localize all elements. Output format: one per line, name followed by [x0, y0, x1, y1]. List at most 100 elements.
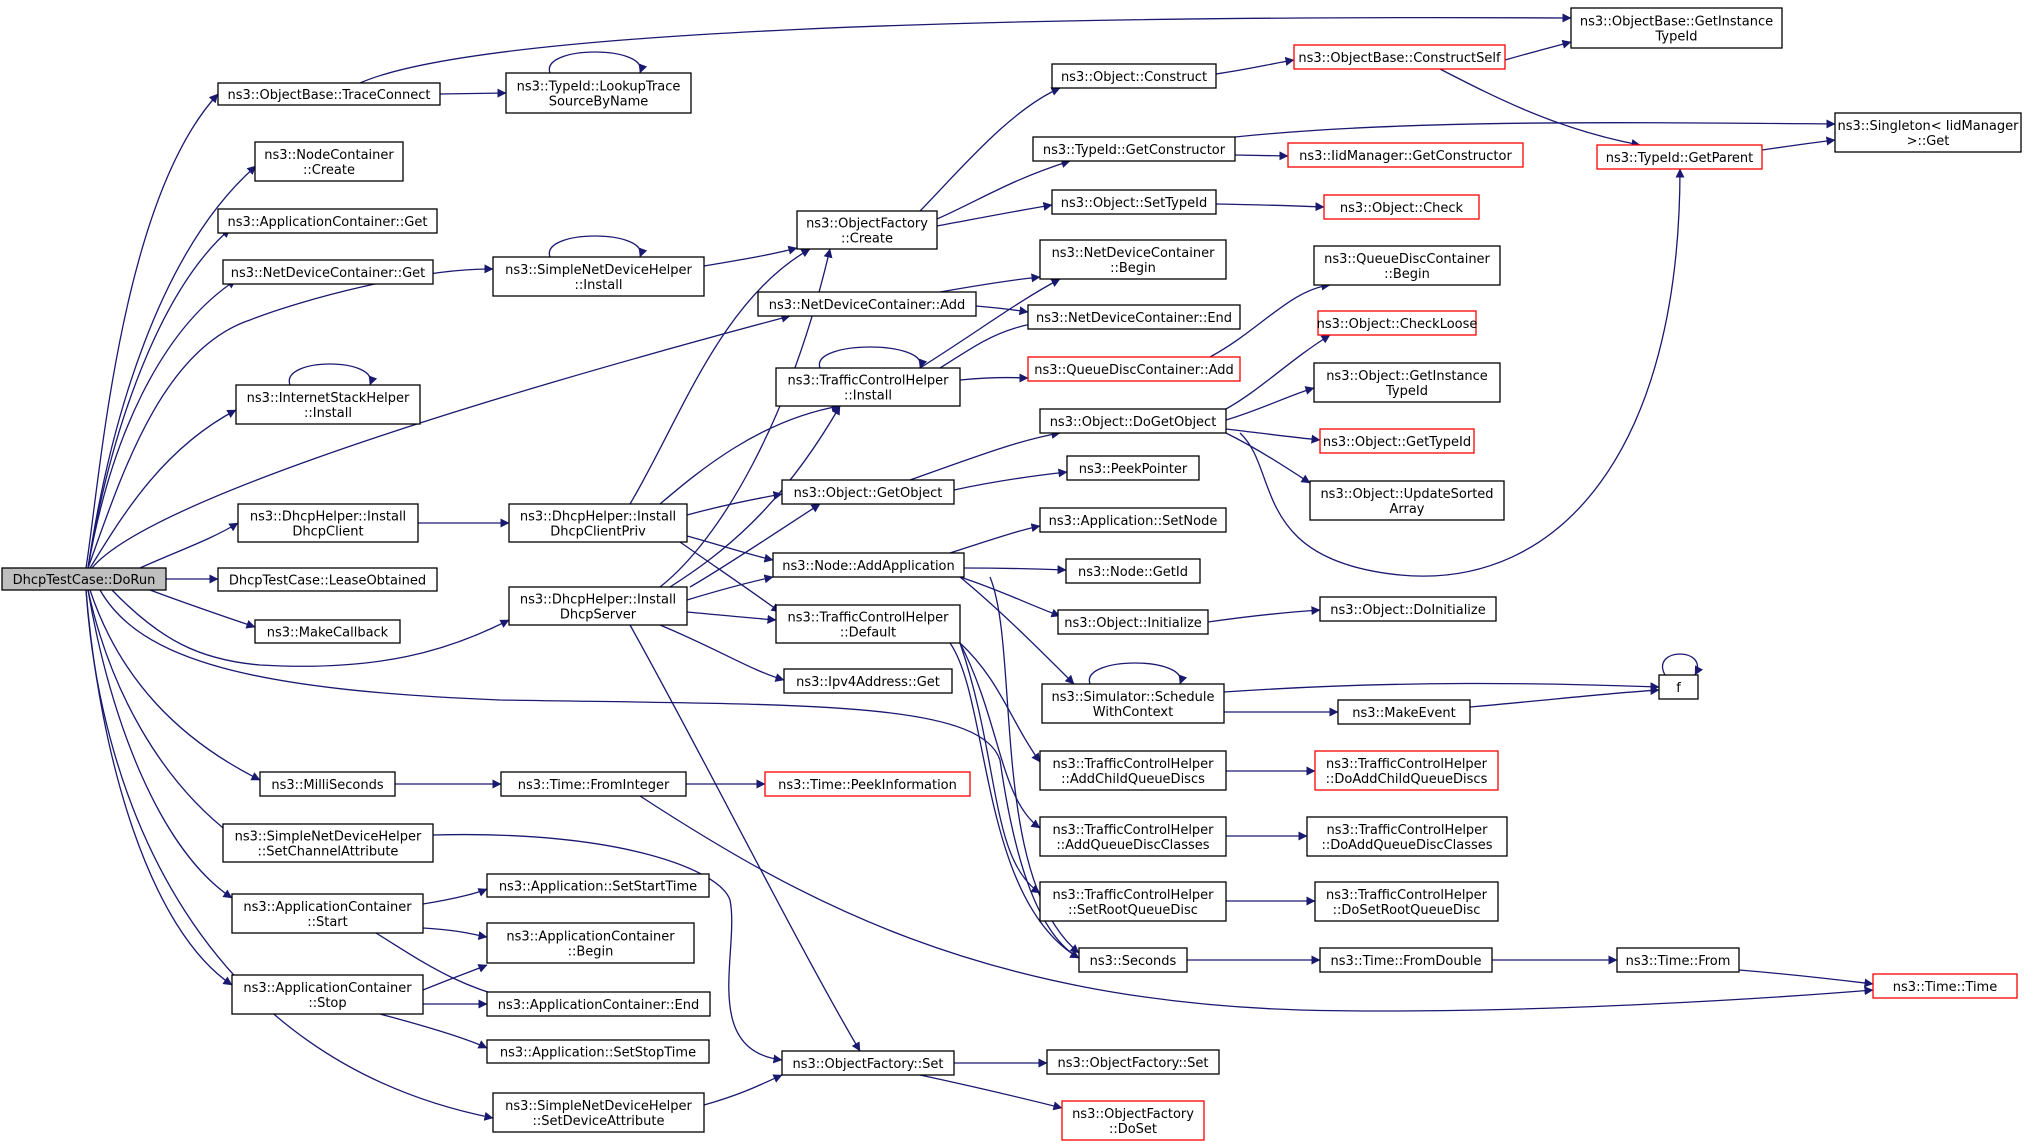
- node-tch-setroot[interactable]: ns3::TrafficControlHelper::SetRootQueueD…: [1039, 881, 1227, 922]
- call-edges: [85, 13, 1874, 1121]
- node-f[interactable]: f: [1658, 674, 1699, 700]
- node-ac-stop[interactable]: ns3::ApplicationContainer::Stop: [231, 974, 424, 1015]
- node-of-doset[interactable]: ns3::ObjectFactory::DoSet: [1061, 1100, 1205, 1141]
- call-edge-to-obj-checkloose: [1225, 334, 1331, 410]
- node-label: ns3::NetDeviceContainer::Add: [769, 298, 966, 313]
- call-edge-to-of-doset: [919, 1074, 1063, 1111]
- node-obj-construct[interactable]: ns3::Object::Construct: [1051, 63, 1217, 89]
- node-label: ns3::ObjectBase::GetInstance: [1580, 15, 1773, 30]
- node-singleton[interactable]: ns3::Singleton< IidManager>::Get: [1834, 112, 2022, 153]
- node-box: [1872, 973, 2018, 999]
- node-ndc-end[interactable]: ns3::NetDeviceContainer::End: [1027, 304, 1241, 330]
- node-time-from[interactable]: ns3::Time::From: [1616, 947, 1740, 973]
- node-sndh-install[interactable]: ns3::SimpleNetDeviceHelper::Install: [492, 256, 705, 297]
- node-root[interactable]: DhcpTestCase::DoRun: [1, 567, 167, 591]
- node-box: [1061, 1100, 1205, 1141]
- node-makeevent[interactable]: ns3::MakeEvent: [1337, 699, 1471, 725]
- node-sndh-dev[interactable]: ns3::SimpleNetDeviceHelper::SetDeviceAtt…: [492, 1092, 705, 1133]
- node-time-fromdouble[interactable]: ns3::Time::FromDouble: [1319, 947, 1493, 973]
- node-time-fromint[interactable]: ns3::Time::FromInteger: [500, 771, 687, 797]
- node-obj-doinit[interactable]: ns3::Object::DoInitialize: [1319, 596, 1497, 622]
- node-app-setnode[interactable]: ns3::Application::SetNode: [1039, 507, 1227, 533]
- node-ob-trace[interactable]: ns3::ObjectBase::TraceConnect: [217, 82, 441, 106]
- call-edge-to-tch-addchild: [959, 642, 1041, 763]
- node-label: ns3::PeekPointer: [1079, 462, 1188, 477]
- node-iid-getctor[interactable]: ns3::IidManager::GetConstructor: [1287, 142, 1524, 168]
- call-edge-to-ac-begin: [422, 927, 488, 941]
- node-label: ns3::QueueDiscContainer::Add: [1034, 363, 1234, 378]
- node-ob-constructself[interactable]: ns3::ObjectBase::ConstructSelf: [1293, 44, 1506, 70]
- node-app-setstop[interactable]: ns3::Application::SetStopTime: [486, 1039, 710, 1064]
- call-edge-to-dh-server: [111, 589, 510, 667]
- node-qdc-add[interactable]: ns3::QueueDiscContainer::Add: [1027, 356, 1241, 382]
- node-ac-start[interactable]: ns3::ApplicationContainer::Start: [231, 893, 424, 934]
- node-ndc-add[interactable]: ns3::NetDeviceContainer::Add: [757, 291, 977, 317]
- node-tch-install[interactable]: ns3::TrafficControlHelper::Install: [775, 367, 961, 407]
- node-peekpointer[interactable]: ns3::PeekPointer: [1066, 455, 1200, 481]
- node-obj-getobject[interactable]: ns3::Object::GetObject: [781, 479, 955, 505]
- node-of-set2[interactable]: ns3::ObjectFactory::Set: [1046, 1049, 1220, 1075]
- node-label: f: [1676, 681, 1681, 696]
- node-obj-initialize[interactable]: ns3::Object::Initialize: [1057, 609, 1209, 635]
- call-edge-to-obj-settypeid: [936, 201, 1053, 227]
- call-edge-to-obj-doinit: [1207, 606, 1321, 623]
- node-tch-addchild[interactable]: ns3::TrafficControlHelper::AddChildQueue…: [1039, 750, 1227, 791]
- node-typeid-getparent[interactable]: ns3::TypeId::GetParent: [1596, 144, 1763, 170]
- node-label: ns3::TrafficControlHelper: [1052, 888, 1214, 903]
- node-obj-checkloose[interactable]: ns3::Object::CheckLoose: [1317, 310, 1478, 336]
- node-makecb[interactable]: ns3::MakeCallback: [254, 619, 401, 644]
- node-app-setstart[interactable]: ns3::Application::SetStartTime: [486, 873, 710, 898]
- node-node-getid[interactable]: ns3::Node::GetId: [1065, 558, 1201, 584]
- node-label: WithContext: [1093, 705, 1173, 720]
- node-ish-install[interactable]: ns3::InternetStackHelper::Install: [235, 384, 421, 425]
- node-tch-addclasses[interactable]: ns3::TrafficControlHelper::AddQueueDiscC…: [1039, 816, 1227, 857]
- node-ac-begin[interactable]: ns3::ApplicationContainer::Begin: [486, 922, 695, 964]
- node-label: ns3::Seconds: [1090, 954, 1177, 969]
- node-label: ns3::MakeCallback: [267, 626, 389, 641]
- node-obj-check[interactable]: ns3::Object::Check: [1323, 194, 1480, 220]
- node-box: [1039, 881, 1227, 922]
- node-time-time[interactable]: ns3::Time::Time: [1872, 973, 2018, 999]
- node-time-peek[interactable]: ns3::Time::PeekInformation: [764, 771, 971, 797]
- call-edge-to-tch-addclasses: [959, 642, 1041, 829]
- node-label: ns3::SimpleNetDeviceHelper: [235, 830, 422, 845]
- node-of-set[interactable]: ns3::ObjectFactory::Set: [781, 1050, 955, 1076]
- node-nc-create[interactable]: ns3::NodeContainer::Create: [254, 141, 404, 182]
- call-edge-to-ob-getinstance: [1504, 39, 1572, 61]
- call-edge-to-ob-constructself: [1215, 56, 1295, 75]
- node-tch-default[interactable]: ns3::TrafficControlHelper::Default: [775, 604, 961, 644]
- node-typeid-getctor[interactable]: ns3::TypeId::GetConstructor: [1032, 136, 1236, 162]
- node-obj-dogetobject[interactable]: ns3::Object::DoGetObject: [1039, 408, 1227, 434]
- call-edge-to-iid-getctor: [1234, 151, 1289, 161]
- node-tch-dosetroot[interactable]: ns3::TrafficControlHelper::DoSetRootQueu…: [1314, 881, 1499, 922]
- node-of-create[interactable]: ns3::ObjectFactory::Create: [796, 210, 938, 250]
- node-ac-get[interactable]: ns3::ApplicationContainer::Get: [217, 208, 438, 234]
- node-qdc-begin[interactable]: ns3::QueueDiscContainer::Begin: [1313, 245, 1501, 286]
- node-label: ns3::Object::CheckLoose: [1317, 317, 1478, 332]
- node-lease[interactable]: DhcpTestCase::LeaseObtained: [217, 567, 438, 592]
- node-label: ns3::Simulator::Schedule: [1051, 690, 1214, 705]
- node-millis[interactable]: ns3::MilliSeconds: [259, 771, 396, 797]
- node-ndc-begin[interactable]: ns3::NetDeviceContainer::Begin: [1039, 239, 1227, 280]
- node-seconds[interactable]: ns3::Seconds: [1078, 947, 1188, 973]
- node-ndc-get[interactable]: ns3::NetDeviceContainer::Get: [222, 259, 434, 285]
- node-label: ns3::TrafficControlHelper: [1052, 757, 1214, 772]
- node-ipv4-get[interactable]: ns3::Ipv4Address::Get: [783, 668, 953, 694]
- node-box: [500, 771, 687, 797]
- node-obj-settypeid[interactable]: ns3::Object::SetTypeId: [1051, 189, 1217, 215]
- node-tch-doaddchild[interactable]: ns3::TrafficControlHelper::DoAddChildQue…: [1314, 750, 1499, 791]
- node-obj-gettypeid[interactable]: ns3::Object::GetTypeId: [1319, 428, 1475, 454]
- node-sndh-chan[interactable]: ns3::SimpleNetDeviceHelper::SetChannelAt…: [222, 823, 434, 863]
- node-node-addapp[interactable]: ns3::Node::AddApplication: [772, 552, 965, 578]
- node-tch-doaddclasses[interactable]: ns3::TrafficControlHelper::DoAddQueueDis…: [1306, 816, 1508, 857]
- node-ac-end[interactable]: ns3::ApplicationContainer::End: [486, 991, 711, 1017]
- node-label: ::SetChannelAttribute: [258, 845, 399, 860]
